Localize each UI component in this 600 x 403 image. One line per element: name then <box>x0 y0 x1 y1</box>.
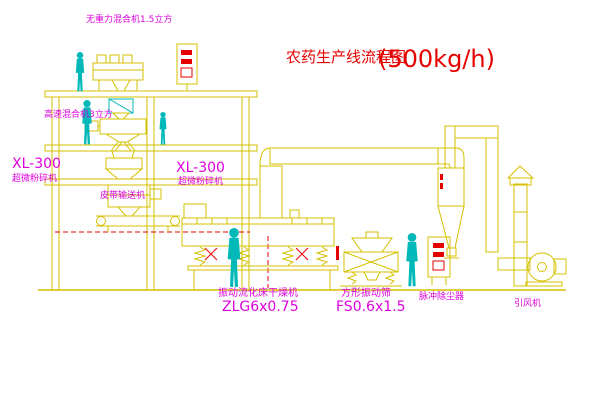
diagram-capacity: (500kg/h) <box>378 45 495 73</box>
label-pulverizer-left-name: 超微粉碎机 <box>12 172 57 184</box>
person-ground-building <box>227 228 241 288</box>
fan-inlet-piping <box>444 125 531 271</box>
control-cabinet-top <box>176 43 198 91</box>
label-induced-fan: 引风机 <box>514 297 541 309</box>
gravity-mixer <box>92 54 144 92</box>
high-speed-mixer <box>84 98 147 152</box>
person-ground-right <box>406 233 418 287</box>
building-frame <box>44 90 258 291</box>
person-floor2-right <box>159 112 167 145</box>
cyclone-separator <box>437 167 465 259</box>
label-dust-collector: 脉冲除尘器 <box>419 290 464 302</box>
pulverizer-unit <box>107 184 162 217</box>
label-dryer-model: ZLG6x0.75 <box>222 299 299 315</box>
person-floor2-left <box>82 100 92 145</box>
dust-collector-cabinet <box>427 236 451 285</box>
label-sieve-name: 方形振动筛 <box>341 286 391 299</box>
fluid-bed-dryer <box>181 203 339 290</box>
induced-draft-fan <box>525 252 567 287</box>
foundation-dashed-line <box>55 231 269 288</box>
square-vibrating-sieve <box>336 231 402 287</box>
main-exhaust-duct <box>259 147 465 219</box>
label-sieve-model: FS0.6x1.5 <box>336 299 406 315</box>
intermediate-hopper <box>104 150 144 180</box>
label-gravity-mixer: 无重力混合机1.5立方 <box>86 13 172 25</box>
belt-conveyor <box>96 215 180 232</box>
label-pulverizer-left-model: XL-300 <box>12 156 61 172</box>
diagram-title: 农药生产线流程图 <box>286 48 406 66</box>
label-pulverizer-center-model: XL-300 <box>176 160 225 176</box>
label-dryer-name: 振动流化床干燥机 <box>218 286 298 299</box>
person-roof <box>75 52 85 92</box>
label-high-speed-mixer: 高速混合机3立方 <box>44 108 113 120</box>
exhaust-stack <box>506 165 535 287</box>
label-pulverizer-center-name: 超微粉碎机 <box>178 175 223 187</box>
label-belt-conveyor: 皮带输送机 <box>100 189 145 201</box>
